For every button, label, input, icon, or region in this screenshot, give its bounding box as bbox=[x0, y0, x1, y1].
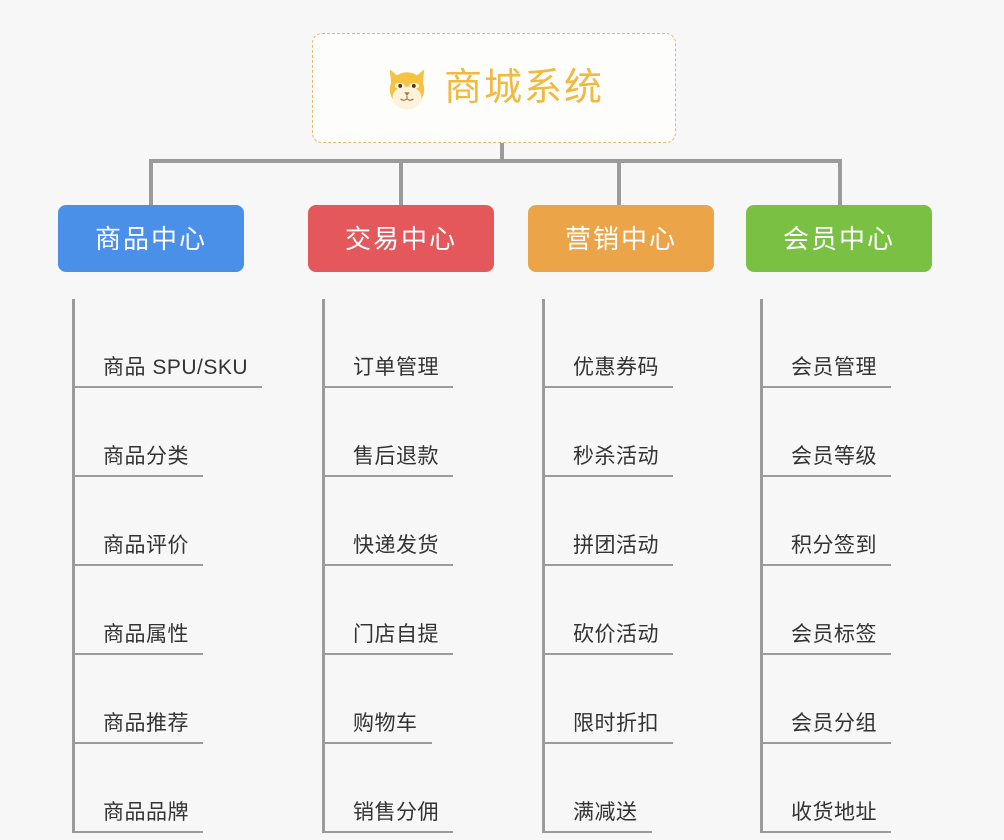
leaf-label: 销售分佣 bbox=[353, 800, 439, 824]
leaf-label: 商品品牌 bbox=[103, 800, 189, 824]
leaf-label: 会员等级 bbox=[791, 444, 877, 468]
leaf-spine bbox=[760, 299, 763, 833]
leaf-label: 门店自提 bbox=[353, 622, 439, 646]
leaf-label: 商品属性 bbox=[103, 622, 189, 646]
category-header-marketing[interactable]: 营销中心 bbox=[528, 205, 714, 272]
connector-drop-2 bbox=[399, 159, 403, 207]
leaf-label: 拼团活动 bbox=[573, 533, 659, 557]
leaf-list-product: 商品 SPU/SKU 商品分类 商品评价 商品属性 商品推荐 商品品牌 bbox=[72, 299, 263, 833]
category-header-member[interactable]: 会员中心 bbox=[746, 205, 932, 272]
list-item[interactable]: 收货地址 bbox=[760, 744, 932, 833]
leaf-spine bbox=[322, 299, 325, 833]
leaf-label: 订单管理 bbox=[353, 355, 439, 379]
list-item[interactable]: 秒杀活动 bbox=[542, 388, 714, 477]
list-item[interactable]: 限时折扣 bbox=[542, 655, 714, 744]
leaf-list-member: 会员管理 会员等级 积分签到 会员标签 会员分组 收货地址 bbox=[760, 299, 932, 833]
category-column-member: 会员中心 会员管理 会员等级 积分签到 会员标签 会员分组 收货地址 bbox=[746, 205, 932, 833]
list-item[interactable]: 满减送 bbox=[542, 744, 714, 833]
list-item[interactable]: 会员管理 bbox=[760, 299, 932, 388]
connector-drop-1 bbox=[149, 159, 153, 207]
leaf-label: 积分签到 bbox=[791, 533, 877, 557]
connector-horizontal-bus bbox=[149, 159, 842, 163]
leaf-list-trade: 订单管理 售后退款 快递发货 门店自提 购物车 销售分佣 bbox=[322, 299, 494, 833]
leaf-label: 秒杀活动 bbox=[573, 444, 659, 468]
leaf-label: 购物车 bbox=[353, 711, 418, 735]
category-header-label: 交易中心 bbox=[344, 223, 457, 254]
leaf-label: 会员管理 bbox=[791, 355, 877, 379]
category-header-label: 商品中心 bbox=[94, 223, 207, 254]
list-item[interactable]: 商品评价 bbox=[72, 477, 244, 566]
list-item[interactable]: 商品品牌 bbox=[72, 744, 244, 833]
list-item[interactable]: 拼团活动 bbox=[542, 477, 714, 566]
leaf-label: 会员分组 bbox=[791, 711, 877, 735]
connector-drop-4 bbox=[838, 159, 842, 207]
shiba-inu-dog-face-icon bbox=[389, 69, 425, 110]
category-column-trade: 交易中心 订单管理 售后退款 快递发货 门店自提 购物车 销售分佣 bbox=[308, 205, 494, 833]
leaf-label: 限时折扣 bbox=[573, 711, 659, 735]
category-header-trade[interactable]: 交易中心 bbox=[308, 205, 494, 272]
leaf-spine bbox=[72, 299, 75, 833]
leaf-label: 优惠券码 bbox=[573, 355, 659, 379]
category-header-label: 营销中心 bbox=[564, 223, 677, 254]
list-item[interactable]: 会员标签 bbox=[760, 566, 932, 655]
leaf-label: 砍价活动 bbox=[573, 622, 659, 646]
connector-drop-3 bbox=[617, 159, 621, 207]
category-column-marketing: 营销中心 优惠券码 秒杀活动 拼团活动 砍价活动 限时折扣 满减送 bbox=[528, 205, 714, 833]
leaf-label: 商品 SPU/SKU bbox=[103, 355, 249, 379]
list-item[interactable]: 积分签到 bbox=[760, 477, 932, 566]
list-item[interactable]: 门店自提 bbox=[322, 566, 494, 655]
leaf-label: 满减送 bbox=[573, 800, 638, 824]
list-item[interactable]: 商品 SPU/SKU bbox=[72, 299, 263, 388]
list-item[interactable]: 砍价活动 bbox=[542, 566, 714, 655]
root-node[interactable]: 商城系统 bbox=[312, 33, 676, 143]
list-item[interactable]: 销售分佣 bbox=[322, 744, 494, 833]
list-item[interactable]: 商品分类 bbox=[72, 388, 244, 477]
leaf-label: 售后退款 bbox=[353, 444, 439, 468]
list-item[interactable]: 快递发货 bbox=[322, 477, 494, 566]
leaf-list-marketing: 优惠券码 秒杀活动 拼团活动 砍价活动 限时折扣 满减送 bbox=[542, 299, 714, 833]
leaf-label: 商品分类 bbox=[103, 444, 189, 468]
list-item[interactable]: 购物车 bbox=[322, 655, 494, 744]
leaf-spine bbox=[542, 299, 545, 833]
category-header-label: 会员中心 bbox=[782, 223, 895, 254]
category-header-product[interactable]: 商品中心 bbox=[58, 205, 244, 272]
list-item[interactable]: 优惠券码 bbox=[542, 299, 714, 388]
leaf-label: 商品推荐 bbox=[103, 711, 189, 735]
list-item[interactable]: 商品属性 bbox=[72, 566, 244, 655]
list-item[interactable]: 商品推荐 bbox=[72, 655, 244, 744]
category-column-product: 商品中心 商品 SPU/SKU 商品分类 商品评价 商品属性 商品推荐 商品品牌 bbox=[58, 205, 263, 833]
list-item[interactable]: 会员分组 bbox=[760, 655, 932, 744]
leaf-label: 会员标签 bbox=[791, 622, 877, 646]
leaf-label: 收货地址 bbox=[791, 800, 877, 824]
root-title: 商城系统 bbox=[443, 67, 604, 109]
connector-root-stem bbox=[500, 143, 504, 161]
list-item[interactable]: 订单管理 bbox=[322, 299, 494, 388]
leaf-label: 快递发货 bbox=[353, 533, 439, 557]
leaf-label: 商品评价 bbox=[103, 533, 189, 557]
list-item[interactable]: 售后退款 bbox=[322, 388, 494, 477]
list-item[interactable]: 会员等级 bbox=[760, 388, 932, 477]
